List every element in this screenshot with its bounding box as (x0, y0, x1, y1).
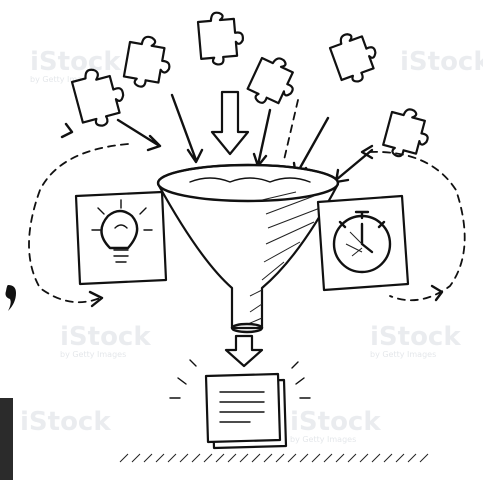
stopwatch-icon (318, 196, 408, 290)
puzzle-piece-icon (197, 11, 245, 66)
lightbulb-icon (76, 192, 166, 284)
watermark: iStock (400, 47, 483, 77)
ground-hatch (120, 454, 428, 462)
down-arrow-icon (226, 336, 262, 366)
watermark: iStock (20, 407, 111, 437)
watermark: iStock (290, 407, 381, 437)
watermark-sub: by Getty Images (60, 350, 126, 359)
watermark: iStock (370, 322, 461, 352)
watermark: iStock (60, 322, 151, 352)
puzzle-piece-icon (327, 27, 382, 87)
puzzle-piece-icon (123, 34, 174, 91)
puzzle-piece-icon (381, 105, 434, 163)
watermark: iStock (30, 47, 121, 77)
edge-block (0, 398, 13, 480)
watermark-sub: by Getty Images (370, 350, 436, 359)
puzzle-piece-icon (245, 51, 303, 112)
comma-mark (4, 283, 18, 313)
watermark-sub: by Getty Images (290, 435, 356, 444)
funnel-icon (158, 165, 338, 332)
document-stack-icon (170, 360, 310, 448)
